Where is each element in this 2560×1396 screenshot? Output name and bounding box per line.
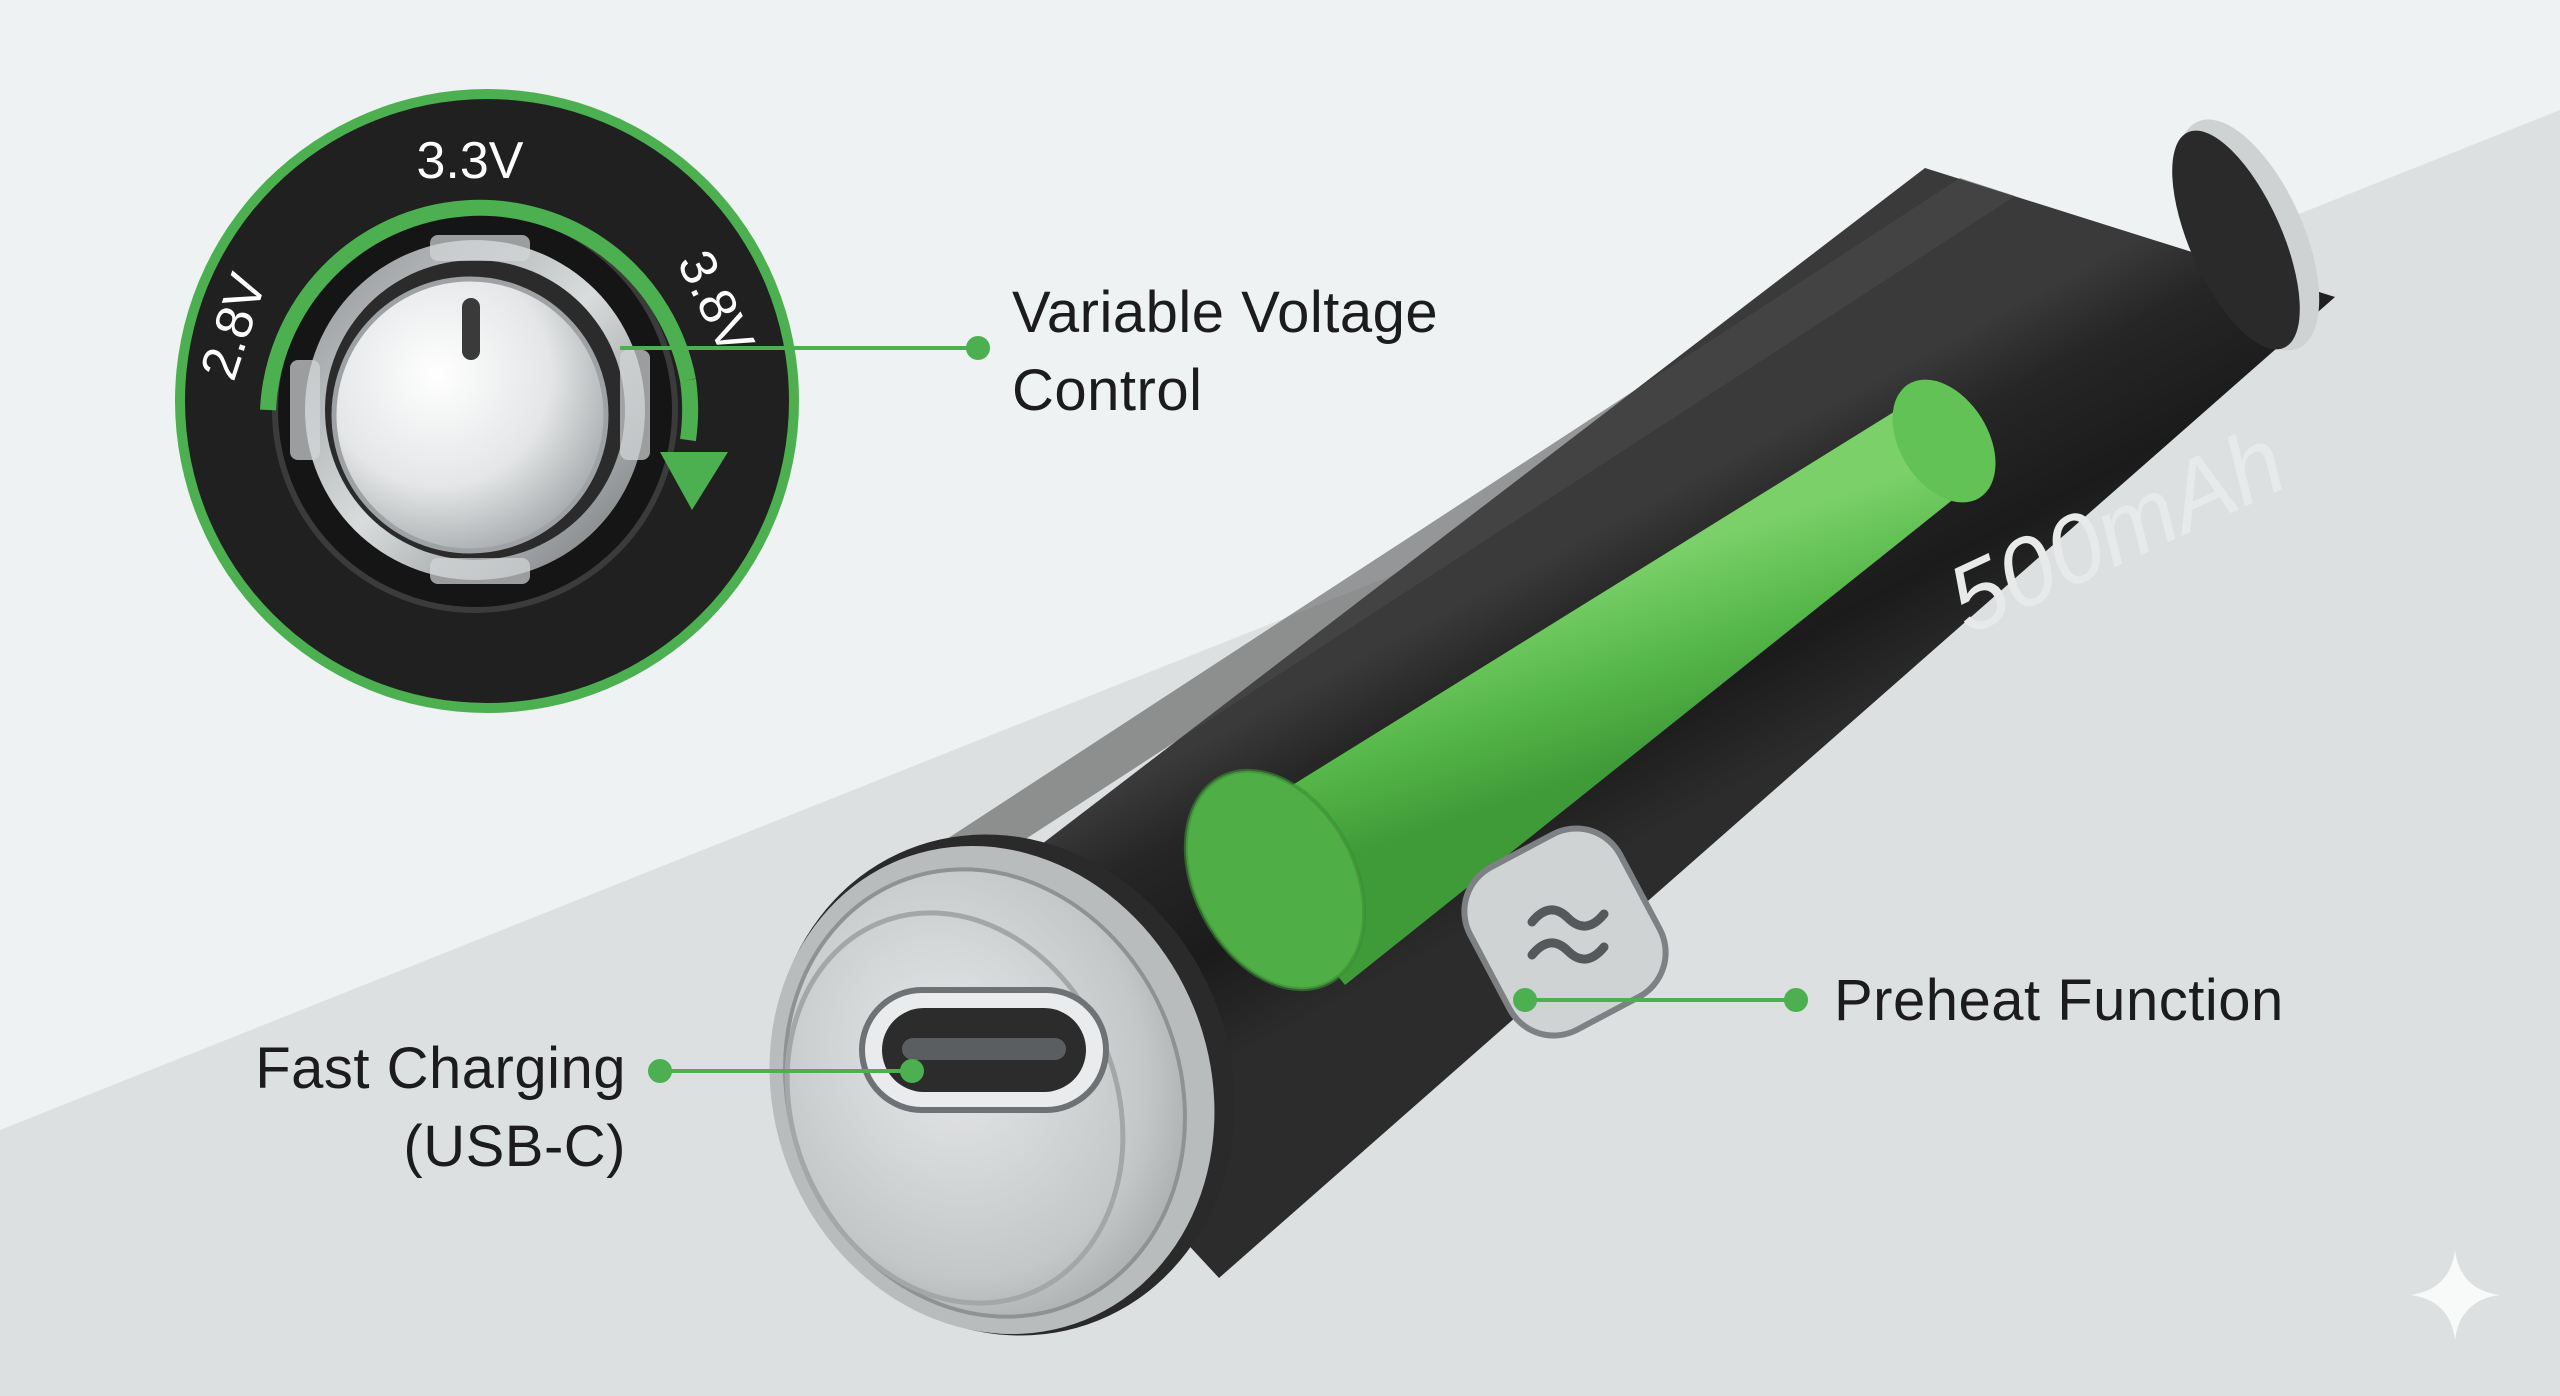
wave-icon xyxy=(1527,905,1609,964)
fast-charging-label: Fast Charging (USB-C) xyxy=(176,1030,626,1186)
variable-voltage-line-1: Variable Voltage xyxy=(1012,280,1439,345)
dial-knob[interactable] xyxy=(331,276,609,554)
sparkle-icon xyxy=(2410,1250,2500,1340)
arrow-head-icon xyxy=(660,452,728,510)
voltage-arrow xyxy=(260,199,696,411)
voltage-label-mid: 3.3V xyxy=(417,132,524,190)
fast-charging-line-2: (USB-C) xyxy=(403,1114,626,1179)
bottom-end-cap xyxy=(769,834,1235,1336)
voltage-dial-inset: 2.8V 3.3V 3.8V xyxy=(175,89,799,713)
battery-highlight xyxy=(930,178,2015,870)
dial-knurl xyxy=(290,235,650,584)
battery: 500mAh xyxy=(769,119,2335,1336)
preheat-function-label: Preheat Function xyxy=(1834,962,2284,1040)
leader-lines xyxy=(620,336,1808,1083)
usb-c-port-icon xyxy=(859,987,1109,1113)
variable-voltage-line-2: Control xyxy=(1012,358,1203,423)
fast-charging-line-1: Fast Charging xyxy=(255,1036,626,1101)
preheat-button[interactable] xyxy=(1447,811,1683,1053)
dial-indicator xyxy=(462,298,480,360)
charge-window xyxy=(1183,379,1996,992)
variable-voltage-label: Variable Voltage Control xyxy=(1012,274,1438,430)
preheat-line: Preheat Function xyxy=(1834,968,2284,1033)
battery-top-cap-rim xyxy=(2172,130,2300,350)
